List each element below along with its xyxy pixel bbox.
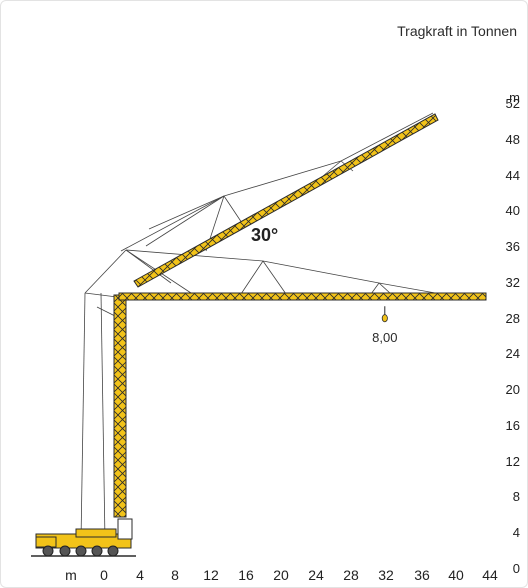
x-tick-label: 16	[238, 567, 254, 583]
y-tick-label: 12	[506, 454, 520, 469]
x-tick-label: 24	[308, 567, 324, 583]
y-tick-label: 0	[513, 561, 520, 576]
x-axis-unit: m	[65, 567, 77, 583]
x-tick-label: 32	[378, 567, 394, 583]
x-tick-label: 28	[343, 567, 359, 583]
x-tick-label: 8	[171, 567, 179, 583]
y-tick-label: 52	[506, 96, 520, 111]
y-tick-label: 4	[513, 525, 520, 540]
y-tick-label: 48	[506, 132, 520, 147]
y-axis-unit: m	[509, 90, 520, 105]
y-tick-label: 40	[506, 203, 520, 218]
x-axis-ticks: 0 4 8 12 16 20 24 28 32 36 40 44	[100, 567, 498, 583]
boom-angle-label: 30°	[251, 225, 278, 245]
x-tick-label: 4	[136, 567, 144, 583]
horizontal-jib	[118, 292, 487, 301]
y-tick-label: 20	[506, 382, 520, 397]
luffed-jib	[133, 113, 439, 288]
tower-guy-lines	[80, 292, 118, 542]
x-tick-label: 0	[100, 567, 108, 583]
x-tick-label: 40	[448, 567, 464, 583]
y-axis-ticks: 52 48 44 40 36 32 28 24 20 16 12 8 4 0	[506, 96, 520, 576]
x-tick-label: 36	[414, 567, 430, 583]
y-tick-label: 32	[506, 275, 520, 290]
load-capacity-label: 8,00	[372, 330, 397, 345]
x-tick-label: 44	[482, 567, 498, 583]
y-tick-label: 44	[506, 168, 520, 183]
x-tick-label: 20	[273, 567, 289, 583]
tower-mast	[113, 294, 127, 518]
y-tick-label: 28	[506, 311, 520, 326]
luffed-jib-rigging	[120, 112, 434, 252]
horizontal-jib-rigging	[84, 249, 442, 295]
y-tick-label: 24	[506, 346, 520, 361]
mobile-crane-carrier	[31, 518, 136, 557]
load-hooks: 8,004,002,992,051,702,851,70	[372, 306, 397, 345]
load-hook: 8,00	[372, 306, 397, 345]
y-tick-label: 8	[513, 489, 520, 504]
y-tick-label: 16	[506, 418, 520, 433]
x-tick-label: 12	[203, 567, 219, 583]
chart-title: Tragkraft in Tonnen	[397, 23, 517, 39]
y-tick-label: 36	[506, 239, 520, 254]
